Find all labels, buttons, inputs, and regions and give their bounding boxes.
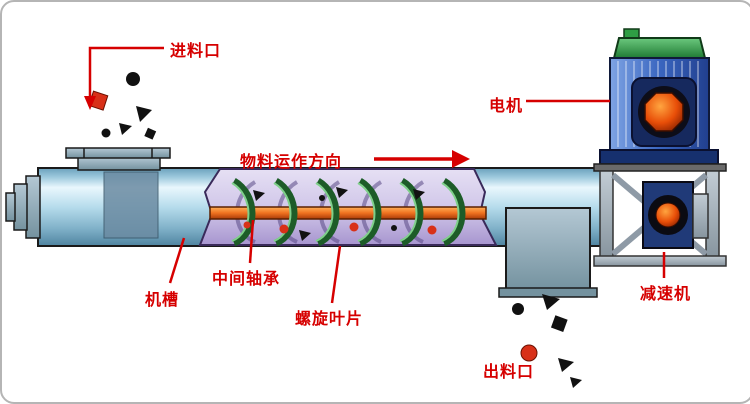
motor-shaft-hub [644, 92, 684, 132]
label-outlet: 出料口 [483, 364, 535, 381]
inlet-material-particles [88, 72, 157, 140]
label-motor: 电机 [489, 98, 524, 115]
end-cap-ring-3 [5, 192, 16, 222]
inlet-neck [77, 156, 161, 171]
label-flow-direction: 物料运作方向 [240, 154, 343, 171]
stand-left-plate [599, 170, 614, 258]
flow-direction-arrowhead [452, 150, 470, 168]
particle-dot [101, 128, 111, 138]
label-inlet: 进料口 [170, 43, 222, 60]
stand-and-reducer [593, 170, 727, 267]
trough-pointer-line [168, 237, 186, 284]
inlet-pointer-arrowhead [84, 96, 96, 110]
label-trough: 机槽 [145, 292, 180, 309]
label-reducer: 减速机 [640, 286, 692, 303]
inlet-chute-inside [103, 171, 159, 239]
label-spiral-blade: 螺旋叶片 [295, 311, 364, 328]
spiral-pointer-line [330, 245, 342, 304]
particle-square [144, 127, 157, 140]
label-middle-bearing: 中间轴承 [212, 271, 281, 288]
inlet-pointer-line [88, 46, 164, 98]
end-cap-ring-2 [13, 183, 28, 231]
reducer-bracket [692, 193, 709, 239]
particle-triangle [119, 123, 132, 135]
feed-inlet [65, 147, 171, 239]
particle-triangle [136, 106, 152, 122]
cutaway-particles [243, 187, 437, 241]
stand-base-plate [593, 255, 727, 267]
particle-dot [126, 72, 140, 86]
outlet-material-particles [512, 294, 582, 388]
motor [593, 28, 727, 172]
motor-mount-plate [593, 163, 727, 172]
end-cap-ring-1 [25, 175, 41, 239]
annotations [84, 46, 666, 304]
reducer-hub [655, 202, 681, 228]
motor-fan-cover [612, 37, 707, 59]
motor-foot [599, 149, 719, 165]
discharge-outlet [498, 207, 598, 298]
cutaway-section [198, 168, 498, 247]
inlet-flange [65, 147, 171, 159]
outlet-flange [498, 287, 598, 298]
bearing-pointer-line [248, 219, 255, 264]
screw-front-arcs [231, 177, 466, 247]
outlet-box [505, 207, 591, 291]
